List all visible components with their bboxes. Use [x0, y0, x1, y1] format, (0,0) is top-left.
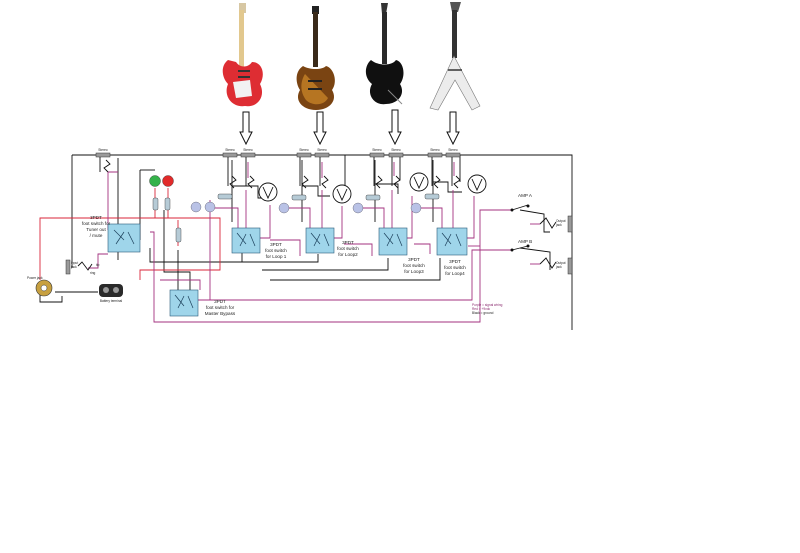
svg-text:Black = ground: Black = ground — [472, 311, 494, 315]
svg-text:Tuner out: Tuner out — [86, 227, 106, 232]
indicator-5 — [410, 202, 422, 214]
svg-text:3PDT: 3PDT — [214, 299, 226, 304]
switch-loop4[interactable]: 3PDT foot switch for Loop4 — [436, 227, 468, 276]
svg-text:3PDT: 3PDT — [342, 240, 354, 245]
svg-text:AMP A: AMP A — [518, 193, 533, 198]
svg-text:ring: ring — [90, 271, 96, 275]
svg-text:jack: jack — [555, 223, 562, 227]
input-jack-4a: Stereo — [427, 148, 443, 189]
guitar-arrow-2 — [313, 111, 327, 146]
svg-text:3PDT: 3PDT — [90, 215, 102, 220]
svg-text:Purple = signal wiring: Purple = signal wiring — [472, 303, 503, 307]
svg-text:jack: jack — [555, 265, 562, 269]
resistor-3 — [175, 227, 182, 243]
input-jack: Input jack tip ring — [65, 259, 100, 275]
volume-pot-2 — [332, 184, 352, 204]
switch-loop1[interactable]: 3PDT foot switch for Loop 1 — [231, 227, 287, 259]
svg-text:Stereo: Stereo — [448, 148, 458, 152]
svg-text:for Loop4: for Loop4 — [445, 271, 465, 276]
resistor-6 — [365, 194, 381, 201]
input-jack-4b: Stereo — [445, 148, 461, 189]
ground-wiring — [39, 154, 573, 330]
indicator-2 — [204, 201, 216, 213]
svg-text:3PDT: 3PDT — [449, 259, 461, 264]
svg-text:Input: Input — [71, 261, 78, 265]
svg-text:3PDT: 3PDT — [408, 257, 420, 262]
resistor-4 — [217, 193, 233, 200]
guitar-arrow-1 — [239, 111, 253, 146]
color-legend: Purple = signal wiring Red = +9vdc Black… — [472, 303, 503, 315]
resistor-2 — [164, 197, 171, 211]
switch-tuner[interactable]: 3PDT foot switch for Tuner out / mute — [82, 215, 141, 253]
resistor-5 — [291, 194, 307, 201]
guitar-arrow-4 — [446, 111, 460, 146]
svg-text:3PDT: 3PDT — [270, 242, 282, 247]
svg-text:for Loop2: for Loop2 — [338, 252, 358, 257]
svg-text:Output: Output — [556, 219, 566, 223]
switch-master[interactable]: 3PDT foot switch for Master Bypass — [169, 289, 236, 317]
input-jack-tuner: Stereo — [95, 148, 111, 173]
indicator-1 — [190, 201, 202, 213]
red-strat-guitar — [222, 3, 263, 107]
svg-text:Stereo: Stereo — [372, 148, 382, 152]
indicator-3 — [278, 202, 290, 214]
power-jack: Power jack — [27, 276, 53, 297]
svg-text:foot switch for: foot switch for — [82, 221, 111, 226]
battery-terminal: Battery terminal — [99, 284, 123, 303]
svg-text:foot switch: foot switch — [403, 263, 425, 268]
input-jack-3b: Stereo — [388, 148, 404, 189]
output-jack-b: Output jack — [539, 257, 573, 275]
svg-text:Stereo: Stereo — [98, 148, 108, 152]
switch-loop3[interactable]: 3PDT foot switch for Loop3 — [378, 227, 425, 274]
indicator-4 — [352, 202, 364, 214]
input-jack-2a: Stereo — [296, 148, 312, 189]
svg-text:Power jack: Power jack — [27, 276, 43, 280]
input-jack-1a: Stereo — [222, 148, 238, 189]
svg-text:Battery terminal: Battery terminal — [100, 299, 123, 303]
svg-text:foot switch for: foot switch for — [206, 305, 235, 310]
resistor-7 — [424, 193, 440, 200]
switch-loop2[interactable]: 3PDT foot switch for Loop2 — [305, 227, 359, 257]
svg-text:Stereo: Stereo — [225, 148, 235, 152]
svg-text:for Loop3: for Loop3 — [404, 269, 424, 274]
led-red — [162, 175, 174, 187]
led-green — [149, 175, 161, 187]
svg-text:Stereo: Stereo — [430, 148, 440, 152]
sunburst-les-paul-guitar — [296, 6, 335, 110]
svg-text:jack: jack — [70, 265, 77, 269]
svg-text:for Loop 1: for Loop 1 — [266, 254, 287, 259]
svg-text:/ mute: / mute — [90, 233, 103, 238]
svg-text:AMP B: AMP B — [518, 239, 532, 244]
resistor-1 — [152, 197, 159, 211]
amp-a-switch: AMP A — [510, 193, 533, 212]
input-jacks: Stereo Stereo Stereo Stereo Stereo Stere… — [95, 148, 461, 189]
svg-text:foot switch: foot switch — [444, 265, 466, 270]
white-flying-v-guitar — [429, 2, 481, 111]
svg-text:Stereo: Stereo — [299, 148, 309, 152]
input-jack-2b: Stereo — [314, 148, 330, 189]
guitar-arrow-3 — [388, 109, 402, 146]
volume-pot-1 — [258, 182, 278, 202]
svg-text:Stereo: Stereo — [243, 148, 253, 152]
output-jack-a: Output jack — [539, 215, 573, 233]
input-jack-1b: Stereo — [240, 148, 256, 189]
svg-text:Stereo: Stereo — [391, 148, 401, 152]
svg-text:Stereo: Stereo — [317, 148, 327, 152]
black-superstrat-guitar — [365, 3, 404, 105]
signal-wiring — [88, 162, 540, 323]
svg-text:foot switch: foot switch — [337, 246, 359, 251]
input-jack-3a: Stereo — [369, 148, 385, 189]
svg-text:Output: Output — [556, 261, 566, 265]
svg-text:foot switch: foot switch — [265, 248, 287, 253]
volume-pot-4 — [467, 174, 487, 194]
volume-pot-3 — [409, 172, 429, 192]
svg-text:Master Bypass: Master Bypass — [205, 311, 236, 316]
amp-b-switch: AMP B — [510, 239, 532, 252]
svg-text:tip: tip — [96, 263, 100, 267]
svg-text:Red = +9vdc: Red = +9vdc — [472, 307, 490, 311]
